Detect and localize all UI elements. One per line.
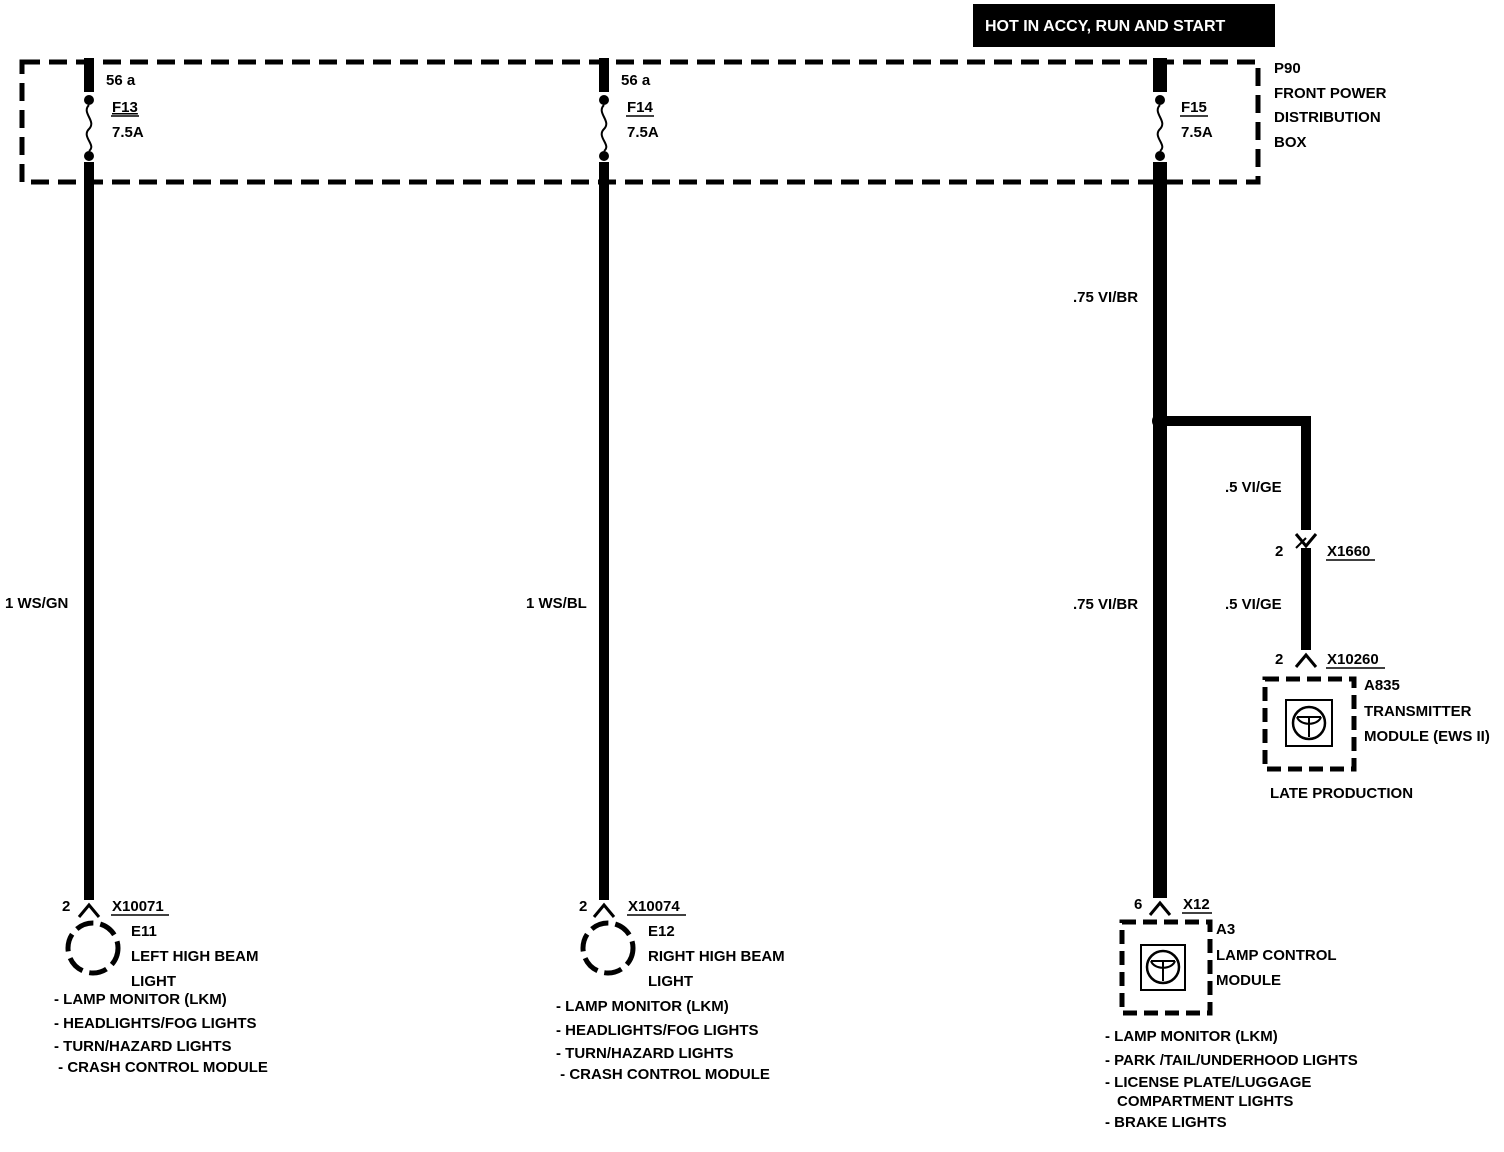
- e12-ref-3: - TURN/HAZARD LIGHTS: [556, 1045, 733, 1062]
- connector-x1660-id: X1660: [1327, 543, 1370, 560]
- a3-ref-1: - LAMP MONITOR (LKM): [1105, 1028, 1278, 1045]
- e12-ref-1: - LAMP MONITOR (LKM): [556, 998, 729, 1015]
- e11-ref-2: - HEADLIGHTS/FOG LIGHTS: [54, 1015, 257, 1032]
- e11-line1: LEFT HIGH BEAM: [131, 948, 259, 965]
- branch-wire: [1160, 416, 1311, 530]
- fuse-f13-rating: 7.5A: [112, 124, 144, 141]
- e11-id: E11: [131, 923, 157, 940]
- a3-ref-3: - LICENSE PLATE/LUGGAGE: [1105, 1074, 1311, 1091]
- e12-ref-2: - HEADLIGHTS/FOG LIGHTS: [556, 1022, 759, 1039]
- e12-ref-4: - CRASH CONTROL MODULE: [556, 1066, 770, 1083]
- a3-module-box: [1119, 919, 1213, 1016]
- fuse-f14: [599, 58, 609, 900]
- e12-lamp-icon: [580, 920, 636, 976]
- power-box-name-2: DISTRIBUTION: [1274, 109, 1381, 126]
- connector-x10071-pin: 2: [62, 898, 70, 915]
- fuse-f13-id: F13: [112, 99, 138, 116]
- banner-text: HOT IN ACCY, RUN AND START: [985, 18, 1226, 35]
- connector-x10074-id: X10074: [628, 898, 680, 915]
- banner-box: [973, 4, 1275, 47]
- e11-ref-1: - LAMP MONITOR (LKM): [54, 991, 227, 1008]
- a3-ref-2: - PARK /TAIL/UNDERHOOD LIGHTS: [1105, 1052, 1358, 1069]
- connector-x10260: [1294, 652, 1318, 668]
- connector-x10071: [77, 902, 101, 918]
- fuse-f13-terminal: 56 a: [106, 72, 136, 89]
- power-box-name-3: BOX: [1274, 134, 1307, 151]
- connector-x10260-pin: 2: [1275, 651, 1283, 668]
- fuse-f14-id: F14: [627, 99, 654, 116]
- power-box-name-1: FRONT POWER: [1274, 85, 1387, 102]
- a835-id: A835: [1364, 677, 1400, 694]
- wire-label-vi-br-bottom: .75 VI/BR: [1073, 596, 1138, 613]
- e11-lamp-icon: [65, 920, 121, 976]
- a835-note: LATE PRODUCTION: [1270, 785, 1413, 802]
- e11-ref-3: - TURN/HAZARD LIGHTS: [54, 1038, 231, 1055]
- connector-x1660: [1294, 533, 1318, 549]
- e12-id: E12: [648, 923, 675, 940]
- a3-ref-4: COMPARTMENT LIGHTS: [1117, 1093, 1293, 1110]
- a835-line1: TRANSMITTER: [1364, 703, 1472, 720]
- wire-label-vi-ge-bottom: .5 VI/GE: [1225, 596, 1282, 613]
- connector-x12-id: X12: [1183, 896, 1210, 913]
- fuse-f14-terminal: 56 a: [621, 72, 651, 89]
- fuse-f15-id: F15: [1181, 99, 1207, 116]
- a3-ref-5: - BRAKE LIGHTS: [1105, 1114, 1227, 1131]
- fuse-f14-rating: 7.5A: [627, 124, 659, 141]
- a835-line2: MODULE (EWS II): [1364, 728, 1490, 745]
- fuse-f13: [84, 58, 94, 900]
- a835-module-icon: [1285, 699, 1333, 747]
- a3-line2: MODULE: [1216, 972, 1281, 989]
- wire-label-ws-bl: 1 WS/BL: [526, 595, 587, 612]
- connector-x1660-pin: 2: [1275, 543, 1283, 560]
- e12-line2: LIGHT: [648, 973, 693, 990]
- connector-x10074: [592, 902, 616, 918]
- a3-module-icon: [1140, 944, 1186, 991]
- e11-line2: LIGHT: [131, 973, 176, 990]
- connector-x10074-pin: 2: [579, 898, 587, 915]
- connector-x10260-id: X10260: [1327, 651, 1379, 668]
- wire-label-ws-gn: 1 WS/GN: [5, 595, 68, 612]
- e11-ref-4: - CRASH CONTROL MODULE: [54, 1059, 268, 1076]
- a3-line1: LAMP CONTROL: [1216, 947, 1337, 964]
- wire-label-vi-br-top: .75 VI/BR: [1073, 289, 1138, 306]
- power-box-id: P90: [1274, 60, 1301, 77]
- connector-x12: [1148, 900, 1172, 916]
- a3-id: A3: [1216, 921, 1235, 938]
- wire-label-vi-ge-top: .5 VI/GE: [1225, 479, 1282, 496]
- fuse-f15: [1153, 58, 1167, 898]
- power-distribution-box: [19, 59, 1261, 185]
- connector-x10071-id: X10071: [112, 898, 164, 915]
- e12-line1: RIGHT HIGH BEAM: [648, 948, 785, 965]
- a835-module-box: [1262, 676, 1357, 772]
- connector-x12-pin: 6: [1134, 896, 1142, 913]
- fuse-f15-rating: 7.5A: [1181, 124, 1213, 141]
